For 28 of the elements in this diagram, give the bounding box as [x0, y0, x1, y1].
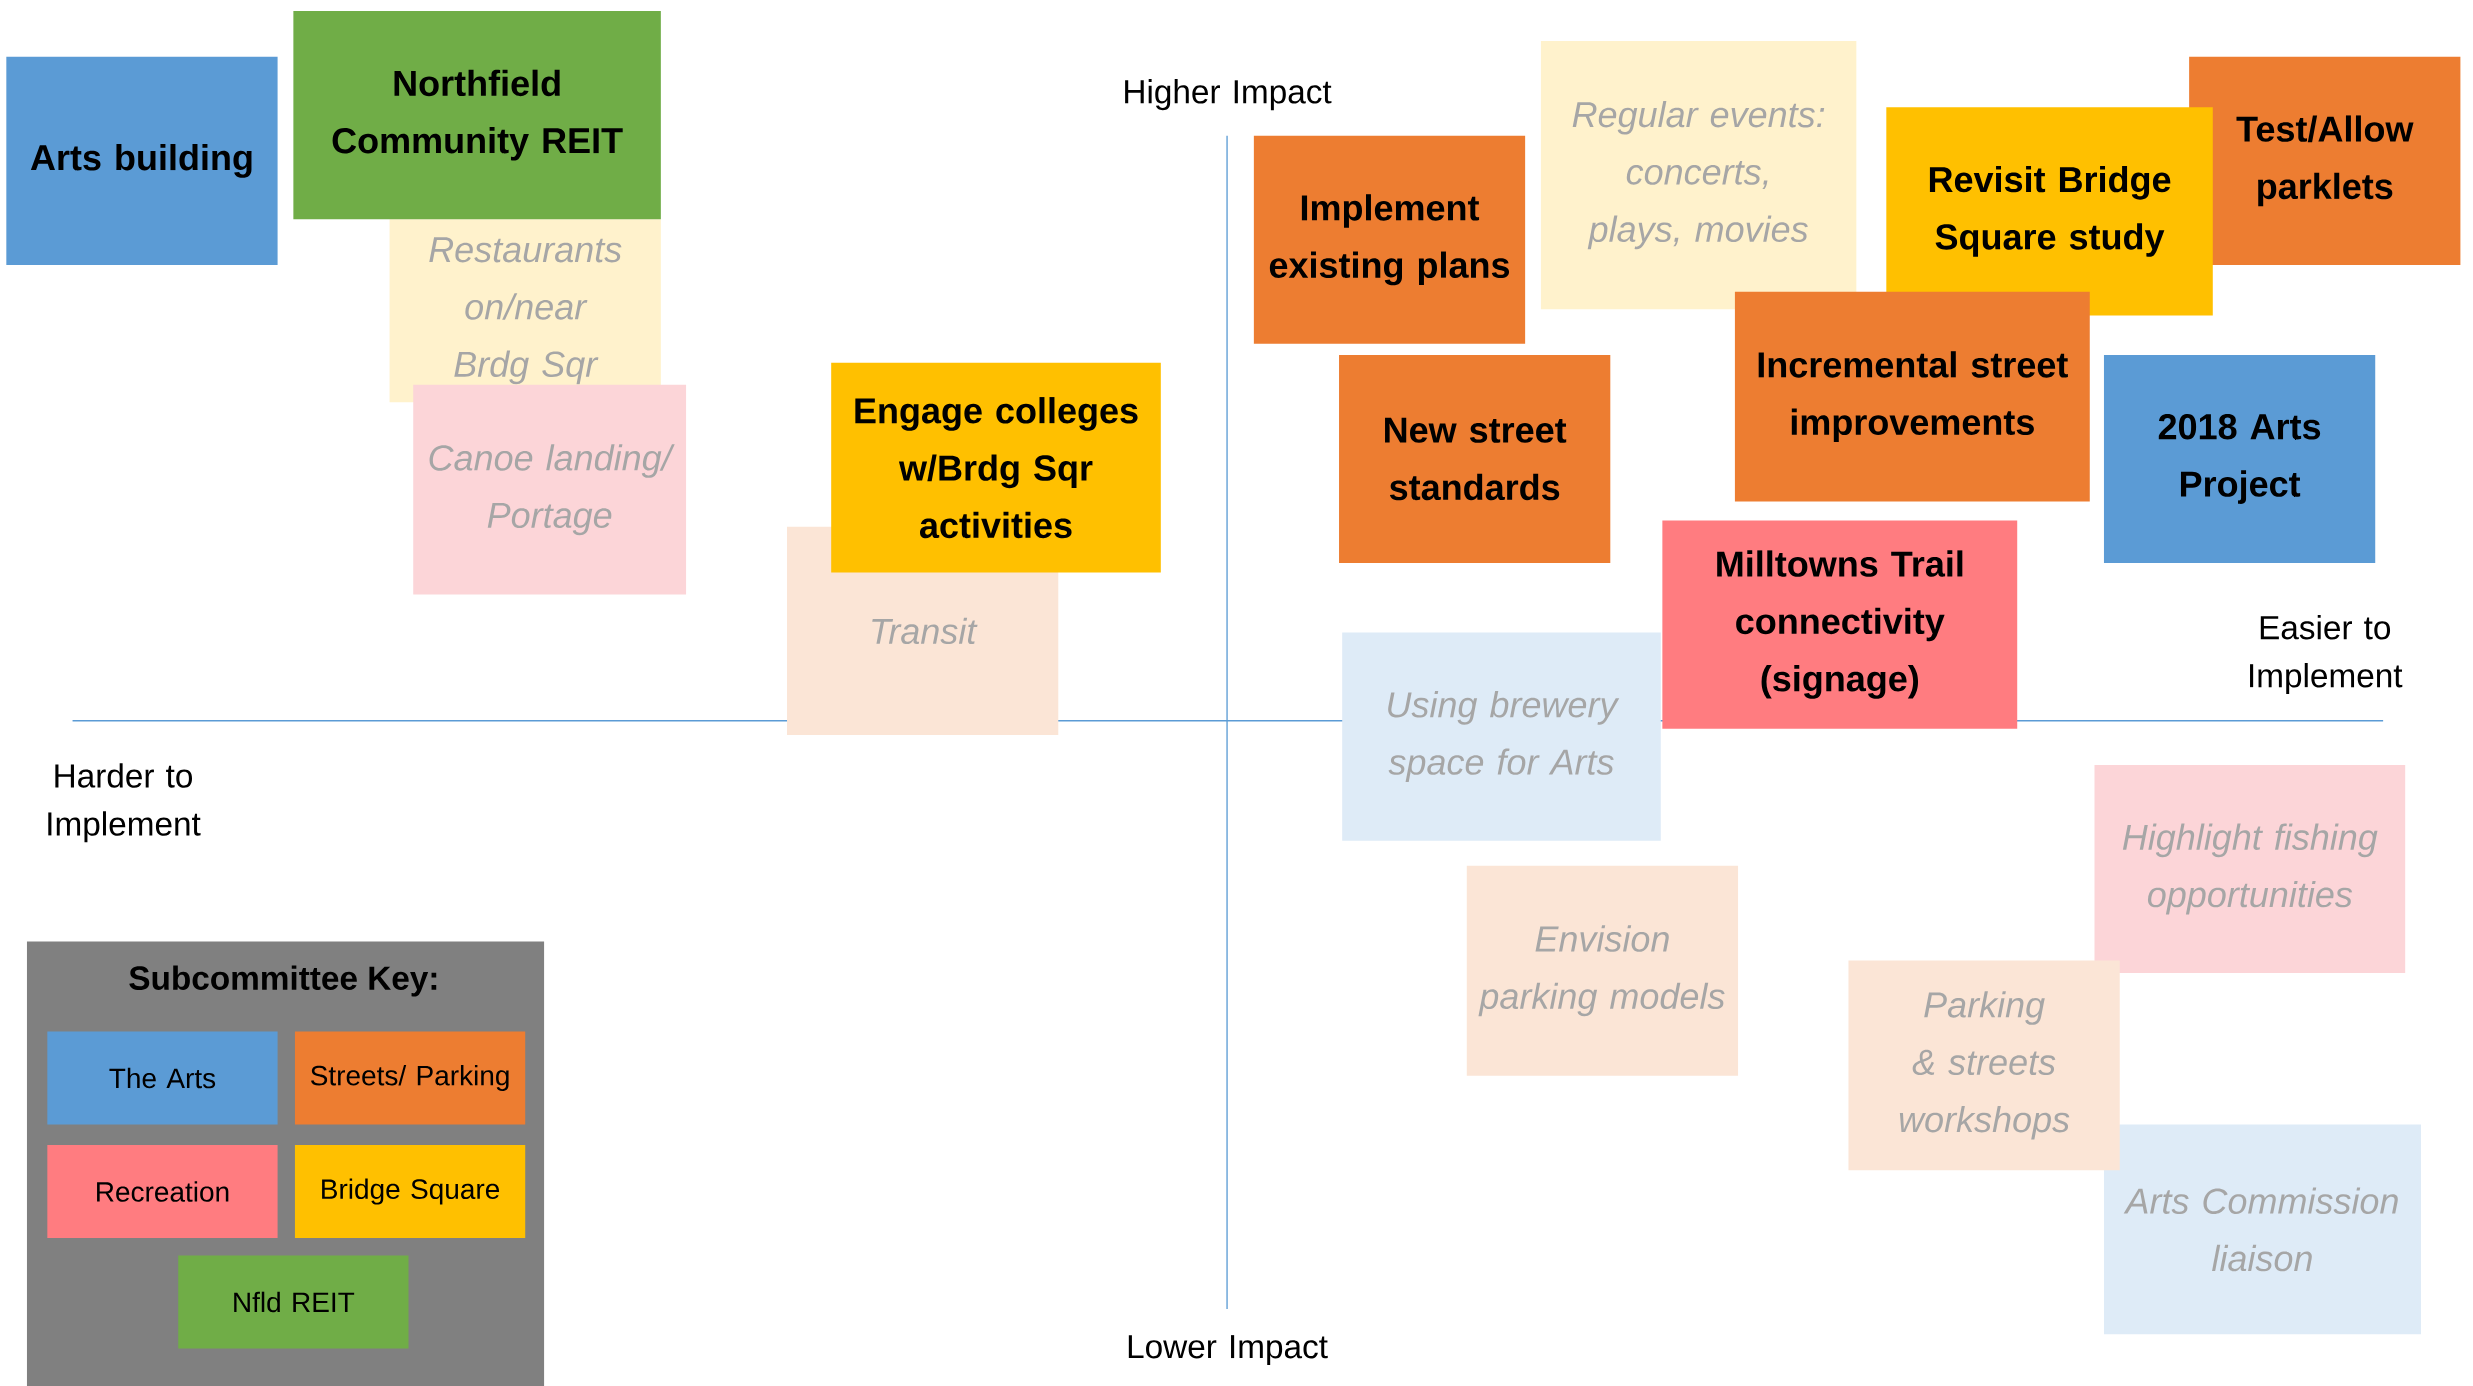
sticky-note: Using brewery space for Arts — [1342, 632, 1661, 841]
legend-key: Bridge Square — [294, 1144, 526, 1238]
axis-label: Easier to Implement — [2250, 614, 2403, 694]
sticky-note: Restaurants on/near Brdg Sqr — [389, 219, 661, 403]
sticky-note: Test/Allow parklets — [2189, 56, 2461, 265]
legend-key: Streets/ Parking — [294, 1031, 526, 1125]
sticky-note: Parking & streets workshops — [1848, 960, 2120, 1171]
legend-title: Subcommittee Key: — [129, 965, 437, 997]
sticky-note: Envision parking models — [1466, 865, 1739, 1076]
sticky-note: Arts building — [6, 56, 278, 265]
sticky-note: Regular events: concerts, plays, movies — [1540, 40, 1857, 309]
sticky-note: Incremental street improvements — [1734, 291, 2090, 502]
sticky-note: 2018 Arts Project — [2103, 354, 2376, 563]
sticky-note: Northfield Community REIT — [293, 10, 661, 220]
sticky-note: Highlight fishing opportunities — [2094, 764, 2406, 973]
sticky-note: Revisit Bridge Square study — [1886, 107, 2213, 316]
legend-key: Nfld REIT — [178, 1255, 409, 1349]
legend-key: The Arts — [47, 1031, 278, 1125]
axis-label: Lower Impact — [1128, 1335, 1328, 1365]
legend-key: Recreation — [47, 1144, 278, 1238]
sticky-note: Engage colleges w/Brdg Sqr activities — [831, 362, 1161, 573]
axis-label: Higher Impact — [1125, 78, 1332, 110]
sticky-note: Implement existing plans — [1253, 135, 1526, 344]
sticky-note: Milltowns Trail connectivity (signage) — [1662, 520, 2018, 729]
sticky-note: Canoe landing/ Portage — [413, 384, 687, 595]
axis-label: Harder to Implement — [48, 763, 201, 843]
sticky-note: New street standards — [1339, 354, 1611, 563]
sticky-note: Arts Commission liaison — [2103, 1124, 2421, 1335]
